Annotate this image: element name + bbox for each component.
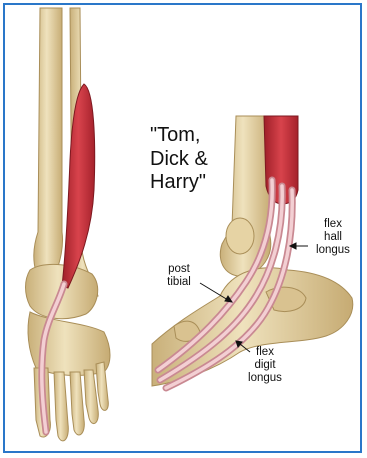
label-flexor-digitorum-longus: flex digit longus: [238, 346, 292, 385]
label-flexor-hallucis-longus: flex hall longus: [308, 218, 358, 257]
label-posterior-tibial: post tibial: [154, 263, 204, 289]
mnemonic-title: "Tom, Dick & Harry": [150, 124, 262, 195]
tibia-bone: [34, 8, 63, 272]
left-leg-view: [26, 8, 111, 441]
muscle-belly: [62, 84, 95, 288]
